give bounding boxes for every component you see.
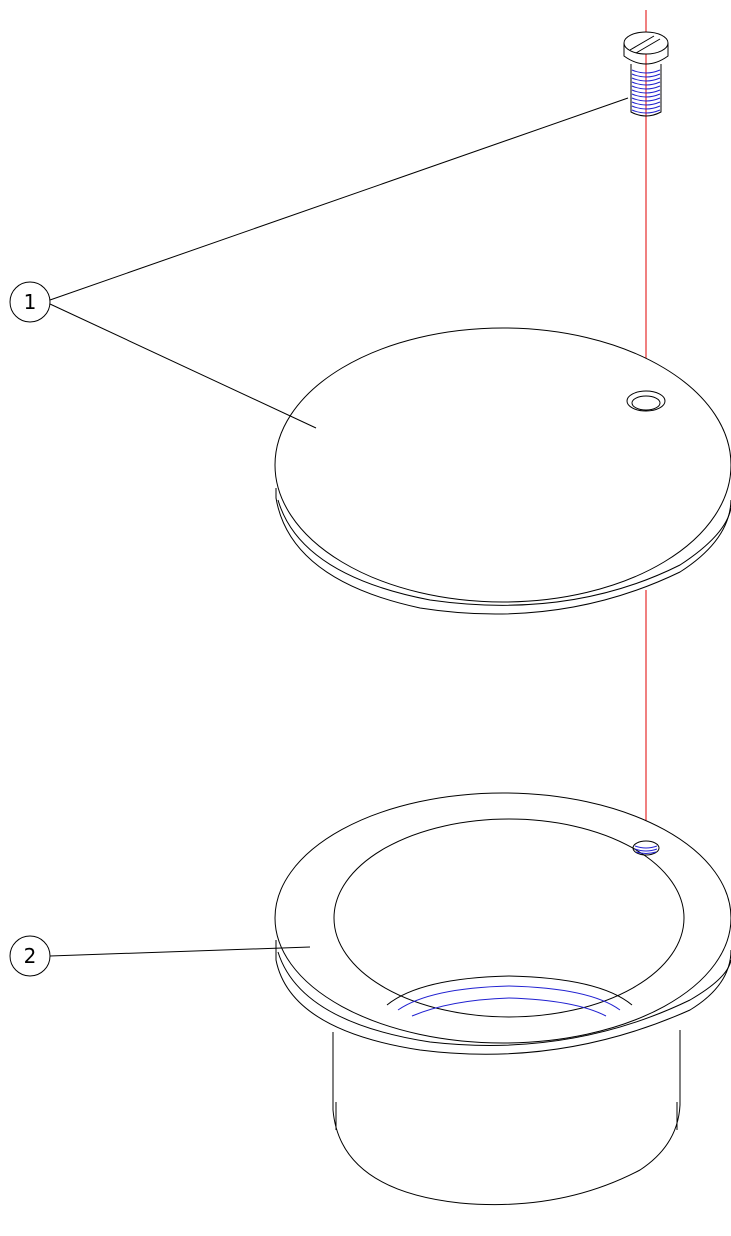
callout-2: 2 bbox=[9, 935, 311, 977]
screw-head-side bbox=[623, 43, 669, 65]
cover-hole-inner bbox=[631, 395, 661, 411]
screw-shank-outline bbox=[630, 64, 662, 117]
screw-slot bbox=[629, 35, 661, 54]
flanged-bushing bbox=[274, 792, 731, 1206]
bushing-bore-wall bbox=[386, 975, 633, 1006]
bushing-flange-top bbox=[274, 792, 731, 1044]
callout-1-leader-to-cover bbox=[49, 303, 317, 429]
bushing-internal-threads bbox=[397, 985, 621, 1017]
cover-disc bbox=[274, 327, 731, 615]
bushing-body-edge bbox=[335, 1102, 678, 1130]
callout-1-leader-to-screw bbox=[49, 97, 629, 301]
screw-threads bbox=[631, 69, 661, 114]
callout-2-balloon bbox=[9, 935, 51, 977]
callout-1-balloon bbox=[9, 281, 51, 323]
cover-disc-bottom-edge bbox=[275, 488, 731, 615]
screw-head-top bbox=[623, 31, 669, 55]
callout-1: 1 bbox=[9, 97, 629, 429]
cover-disc-top bbox=[274, 327, 731, 603]
bushing-flange-underside bbox=[277, 951, 731, 1046]
threaded-hole bbox=[632, 840, 660, 856]
bushing-flange-thickness bbox=[275, 940, 731, 1055]
callout-1-number: 1 bbox=[24, 290, 37, 314]
callout-2-leader bbox=[49, 946, 311, 957]
cover-disc-bottom-inner bbox=[277, 499, 731, 606]
bushing-body bbox=[332, 1030, 681, 1206]
slotted-screw bbox=[623, 31, 669, 117]
bushing-bore bbox=[333, 818, 685, 1018]
cover-hole-outer bbox=[626, 390, 666, 412]
callout-2-number: 2 bbox=[24, 944, 37, 968]
